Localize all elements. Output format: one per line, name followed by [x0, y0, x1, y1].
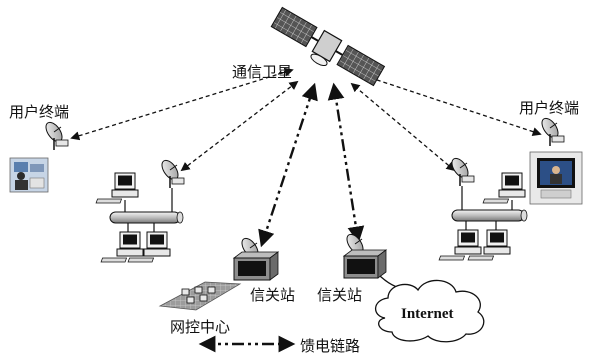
satellite-label: 通信卫星 — [232, 63, 293, 81]
lan-bus-icon — [109, 211, 184, 224]
server-rack-icon — [342, 249, 388, 279]
computer-icon — [482, 172, 526, 204]
legend-label: 馈电链路 — [300, 337, 361, 355]
link-lan-right — [350, 82, 456, 172]
feeder-links — [258, 82, 365, 248]
satellite-dish-icon — [158, 156, 185, 189]
user-terminal-left — [9, 118, 69, 193]
feeder-link-left — [258, 82, 318, 248]
feeder-link-right — [327, 82, 365, 244]
satellite-dish-icon — [448, 154, 475, 187]
lan-left — [95, 156, 185, 263]
lan-right — [438, 154, 528, 261]
user-terminal-left-label: 用户终端 — [9, 103, 70, 121]
user-terminal-right-label: 用户终端 — [519, 99, 580, 117]
gateway-station-left — [232, 237, 280, 281]
person-photo-icon — [9, 157, 49, 193]
network-center-label: 网控中心 — [170, 318, 231, 336]
computer-icon — [95, 172, 139, 204]
user-links — [70, 67, 542, 172]
computer-icon — [438, 229, 482, 261]
cloud-icon — [374, 279, 485, 343]
server-rack-icon — [232, 251, 280, 281]
gateway-left-label: 信关站 — [250, 286, 296, 304]
computer-icon — [100, 231, 144, 263]
gateway-right-label: 信关站 — [317, 286, 363, 304]
user-terminal-right — [529, 114, 583, 205]
internet-label: Internet — [401, 306, 454, 322]
satellite-icon — [270, 6, 386, 87]
network-control-center — [158, 281, 242, 311]
gateway-station-right — [342, 233, 413, 291]
lan-bus-icon — [451, 209, 528, 222]
link-user-terminal-right — [360, 72, 542, 137]
satellite-dish-icon — [538, 114, 565, 147]
link-lan-left — [180, 80, 299, 172]
satellite-dish-icon — [42, 118, 69, 151]
